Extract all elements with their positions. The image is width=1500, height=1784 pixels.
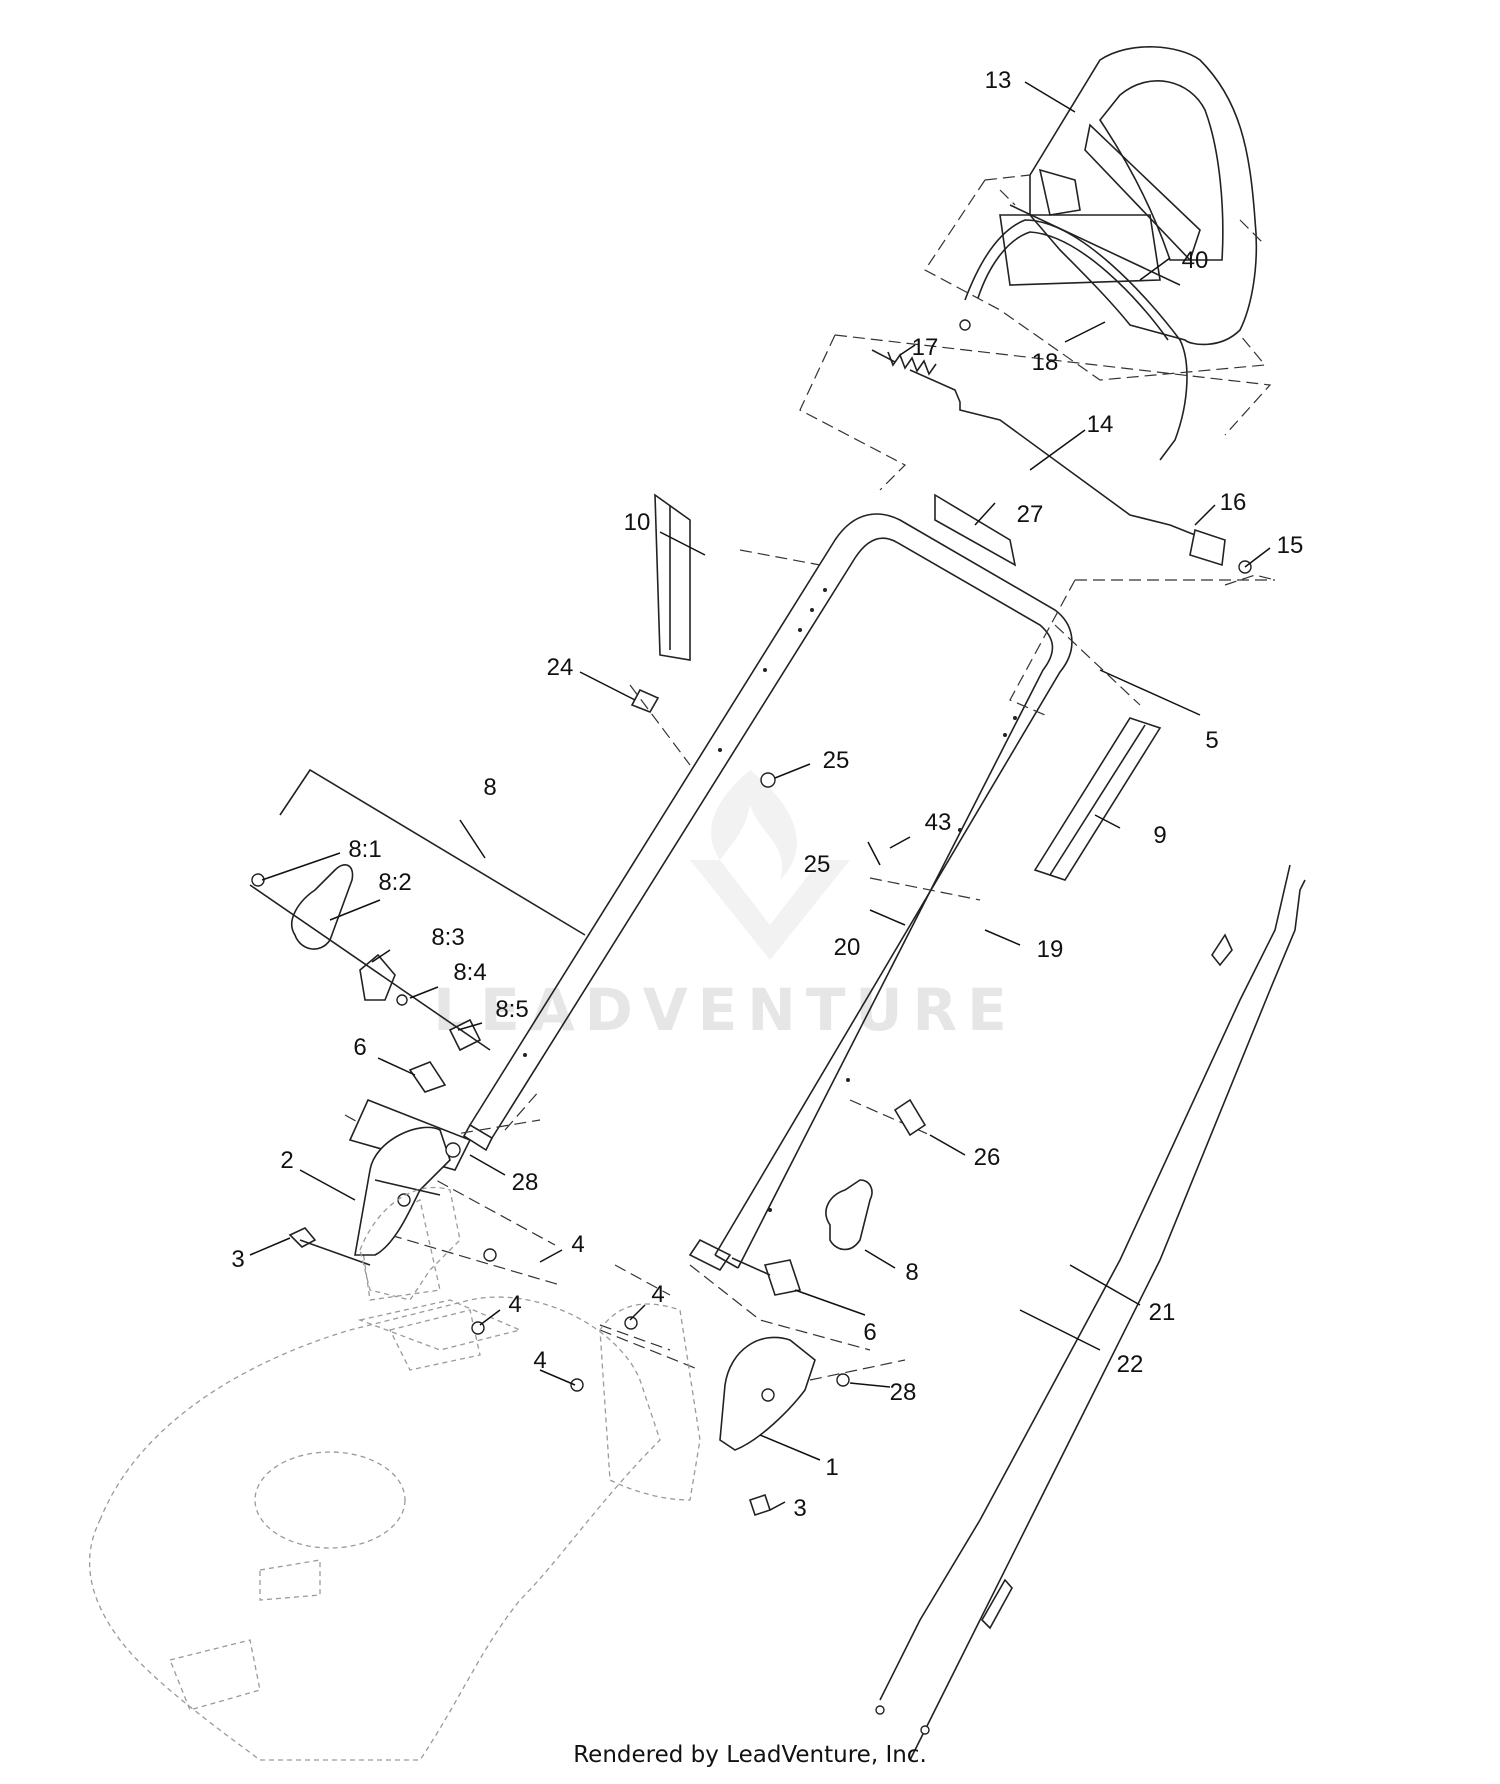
callout-labels: 13 40 18 17 14 16 15 27 10 24 5 25 8 43 … — [231, 67, 1303, 1522]
watermark-logo — [690, 770, 850, 960]
callout-4-right: 4 — [651, 1281, 664, 1308]
callout-4-lower: 4 — [533, 1347, 546, 1374]
callout-15: 15 — [1277, 532, 1304, 559]
callout-20: 20 — [834, 934, 861, 961]
callout-28-right: 28 — [890, 1379, 917, 1406]
callout-13: 13 — [985, 67, 1012, 94]
callout-25-upper: 25 — [823, 747, 850, 774]
callout-8-2: 8:2 — [378, 869, 411, 896]
callout-1: 1 — [825, 1454, 838, 1481]
handle-frame — [462, 513, 1073, 1272]
callout-14: 14 — [1087, 411, 1114, 438]
callout-26: 26 — [974, 1144, 1001, 1171]
callout-8-5: 8:5 — [495, 996, 528, 1023]
callout-3-right: 3 — [793, 1495, 806, 1522]
footer-credit: Rendered by LeadVenture, Inc. — [573, 1742, 927, 1768]
callout-8-1: 8:1 — [348, 836, 381, 863]
callout-8-4: 8:4 — [453, 959, 486, 986]
callout-21: 21 — [1149, 1299, 1176, 1326]
callout-43: 43 — [925, 809, 952, 836]
callout-8-3: 8:3 — [431, 924, 464, 951]
callout-18: 18 — [1032, 349, 1059, 376]
callout-24: 24 — [547, 654, 574, 681]
callout-10: 10 — [624, 509, 651, 536]
right-bracket — [570, 1098, 927, 1517]
left-bracket — [288, 1126, 497, 1335]
dashed-assembly-lines — [344, 174, 1276, 1381]
upper-handle — [959, 46, 1258, 461]
callout-27: 27 — [1017, 501, 1044, 528]
callout-4-mid: 4 — [508, 1291, 521, 1318]
knob-assembly — [249, 768, 586, 1171]
callout-22: 22 — [1117, 1351, 1144, 1378]
leader-lines — [249, 81, 1271, 1511]
callout-17: 17 — [912, 334, 939, 361]
callout-28-left: 28 — [512, 1169, 539, 1196]
callout-8-assembly: 8 — [483, 774, 496, 801]
control-cables — [875, 864, 1306, 1761]
mower-deck — [88, 1199, 661, 1761]
callout-25-lower: 25 — [804, 851, 831, 878]
callout-9: 9 — [1153, 822, 1166, 849]
callout-16: 16 — [1220, 489, 1247, 516]
callout-2: 2 — [280, 1147, 293, 1174]
callout-6-lower: 6 — [863, 1319, 876, 1346]
callout-4-upper: 4 — [571, 1231, 584, 1258]
callout-40: 40 — [1182, 247, 1209, 274]
callout-19: 19 — [1037, 936, 1064, 963]
callout-6-upper: 6 — [353, 1034, 366, 1061]
callout-3-left: 3 — [231, 1246, 244, 1273]
callout-8-lower: 8 — [905, 1259, 918, 1286]
watermark-text: LEADVENTURE — [433, 976, 1017, 1044]
callout-5: 5 — [1205, 727, 1218, 754]
